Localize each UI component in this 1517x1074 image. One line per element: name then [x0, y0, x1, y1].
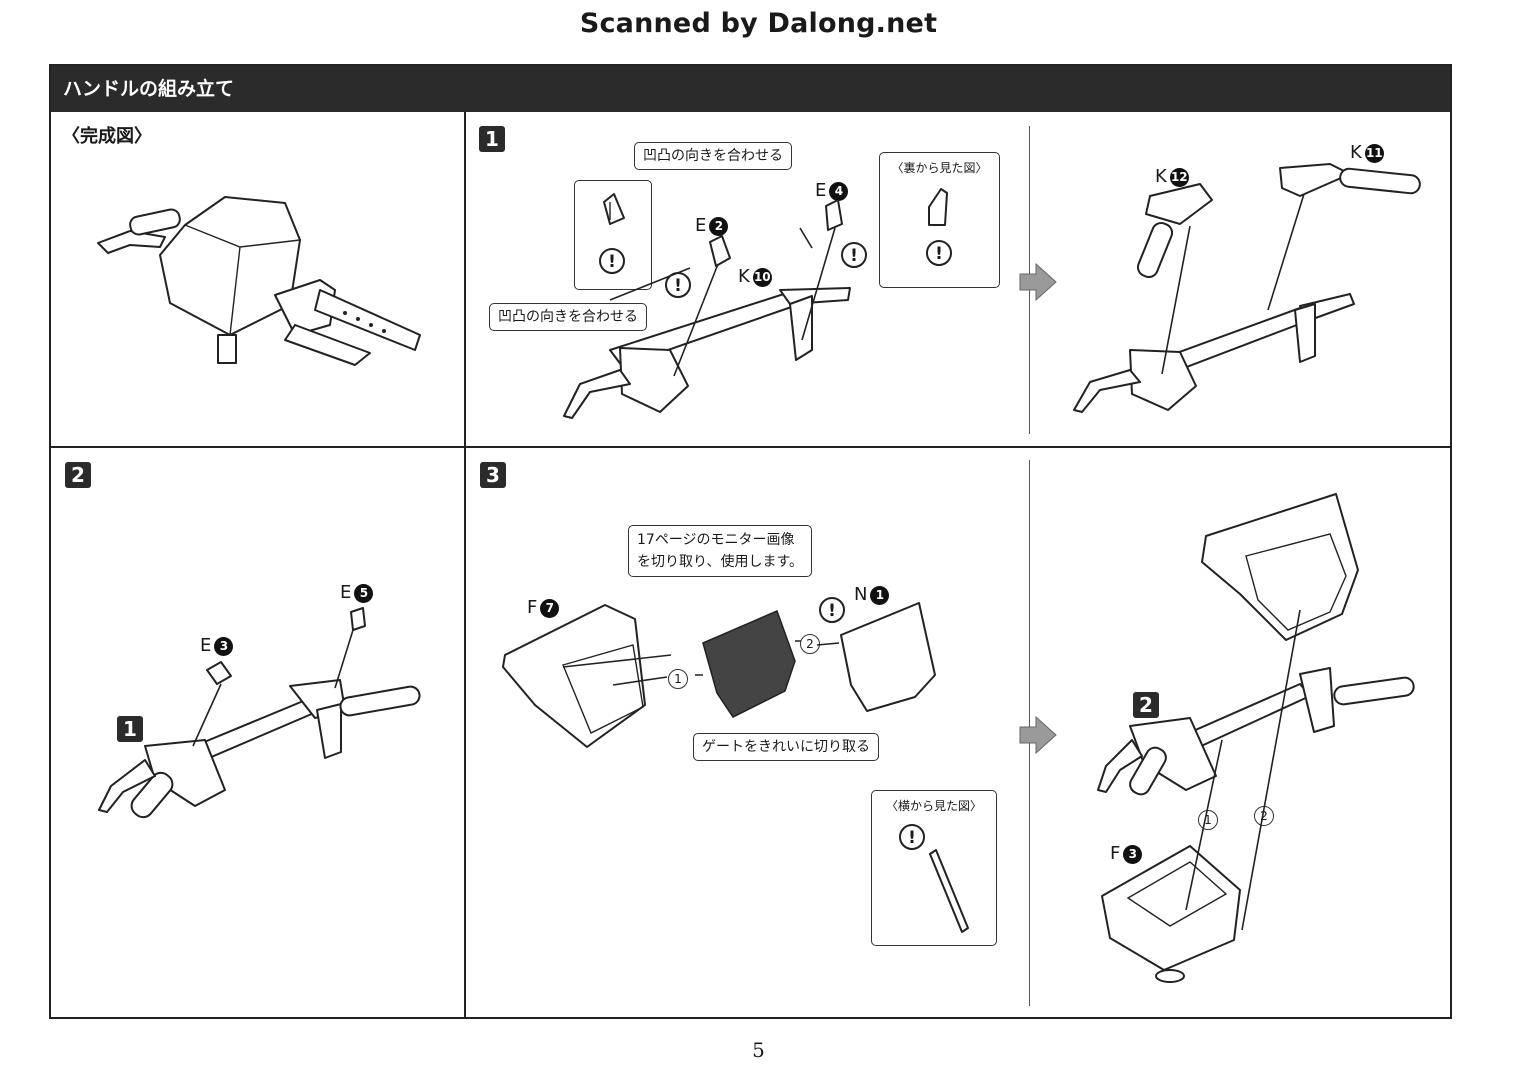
- warning-icon: !: [841, 242, 867, 268]
- step3-assembly-illustration: [502, 602, 936, 748]
- warning-icon: !: [899, 824, 925, 850]
- part-number: 12: [1169, 167, 1189, 187]
- order-marker-1: 1: [668, 669, 688, 689]
- sub-assembly-ref-1: 1: [117, 716, 143, 742]
- callout-align-bottom: 凹凸の向きを合わせる: [489, 303, 647, 331]
- instruction-frame: [49, 64, 1452, 1019]
- divider-horizontal: [51, 446, 1450, 448]
- callout-gate-cut: ゲートをきれいに切り取る: [693, 733, 879, 761]
- step1-assembly-illustration: [563, 200, 851, 419]
- section-title: ハンドルの組み立て: [51, 66, 1450, 112]
- part-number: 3: [1123, 844, 1143, 864]
- side-view-panel-icon: [929, 849, 969, 933]
- part-number: 7: [540, 598, 560, 618]
- part-letter: E: [815, 180, 827, 201]
- part-letter: K: [1155, 166, 1167, 187]
- page-number: 5: [752, 1038, 765, 1062]
- side-view-box: 〈横から見た図〉: [871, 790, 997, 946]
- warning-icon: !: [926, 240, 952, 266]
- order-marker-1: 1: [1198, 810, 1218, 830]
- callout-align-top: 凹凸の向きを合わせる: [634, 142, 792, 170]
- part-letter: F: [527, 597, 538, 618]
- callout-monitor-image: 17ページのモニター画像 を切り取り、使用します。: [628, 525, 813, 577]
- callout-monitor-line1: 17ページのモニター画像: [637, 532, 795, 548]
- completed-handlebar-illustration: [97, 196, 421, 366]
- step-3-badge: 3: [480, 462, 506, 488]
- step1-result-illustration: [1073, 163, 1421, 413]
- step3-result-illustration: [1097, 493, 1415, 983]
- step2-assembly-illustration: [98, 607, 421, 819]
- completed-view-label: 〈完成図〉: [62, 126, 152, 147]
- part-letter: N: [854, 584, 868, 605]
- part-letter: E: [200, 635, 212, 656]
- next-step-arrow-icon: [1019, 715, 1057, 755]
- divider-vertical: [464, 112, 466, 1018]
- part-number: 4: [829, 181, 849, 201]
- part-letter: F: [1110, 843, 1121, 864]
- part-number: 10: [752, 267, 772, 287]
- part-number: 5: [354, 583, 374, 603]
- part-letter: E: [695, 215, 707, 236]
- warning-icon: !: [819, 597, 845, 623]
- callout-monitor-line2: を切り取り、使用します。: [637, 554, 804, 570]
- part-letter: K: [738, 266, 750, 287]
- part-number: 11: [1364, 143, 1384, 163]
- part-number: 3: [214, 636, 234, 656]
- part-letter: E: [340, 582, 352, 603]
- part-number: 2: [709, 216, 729, 236]
- scan-credit: Scanned by Dalong.net: [579, 8, 938, 39]
- part-number: 1: [870, 585, 890, 605]
- side-view-title: 〈横から見た図〉: [885, 799, 982, 813]
- sub-assembly-ref-2: 2: [1133, 692, 1159, 718]
- step-1-badge: 1: [479, 126, 505, 152]
- next-step-arrow-icon: [1019, 262, 1057, 302]
- detail-part-e2-icon: [603, 193, 625, 225]
- step-2-badge: 2: [65, 462, 91, 488]
- back-view-part-icon: [928, 188, 948, 226]
- part-letter: K: [1350, 142, 1362, 163]
- back-view-title: 〈裏から見た図〉: [891, 161, 988, 175]
- warning-icon: !: [599, 248, 625, 274]
